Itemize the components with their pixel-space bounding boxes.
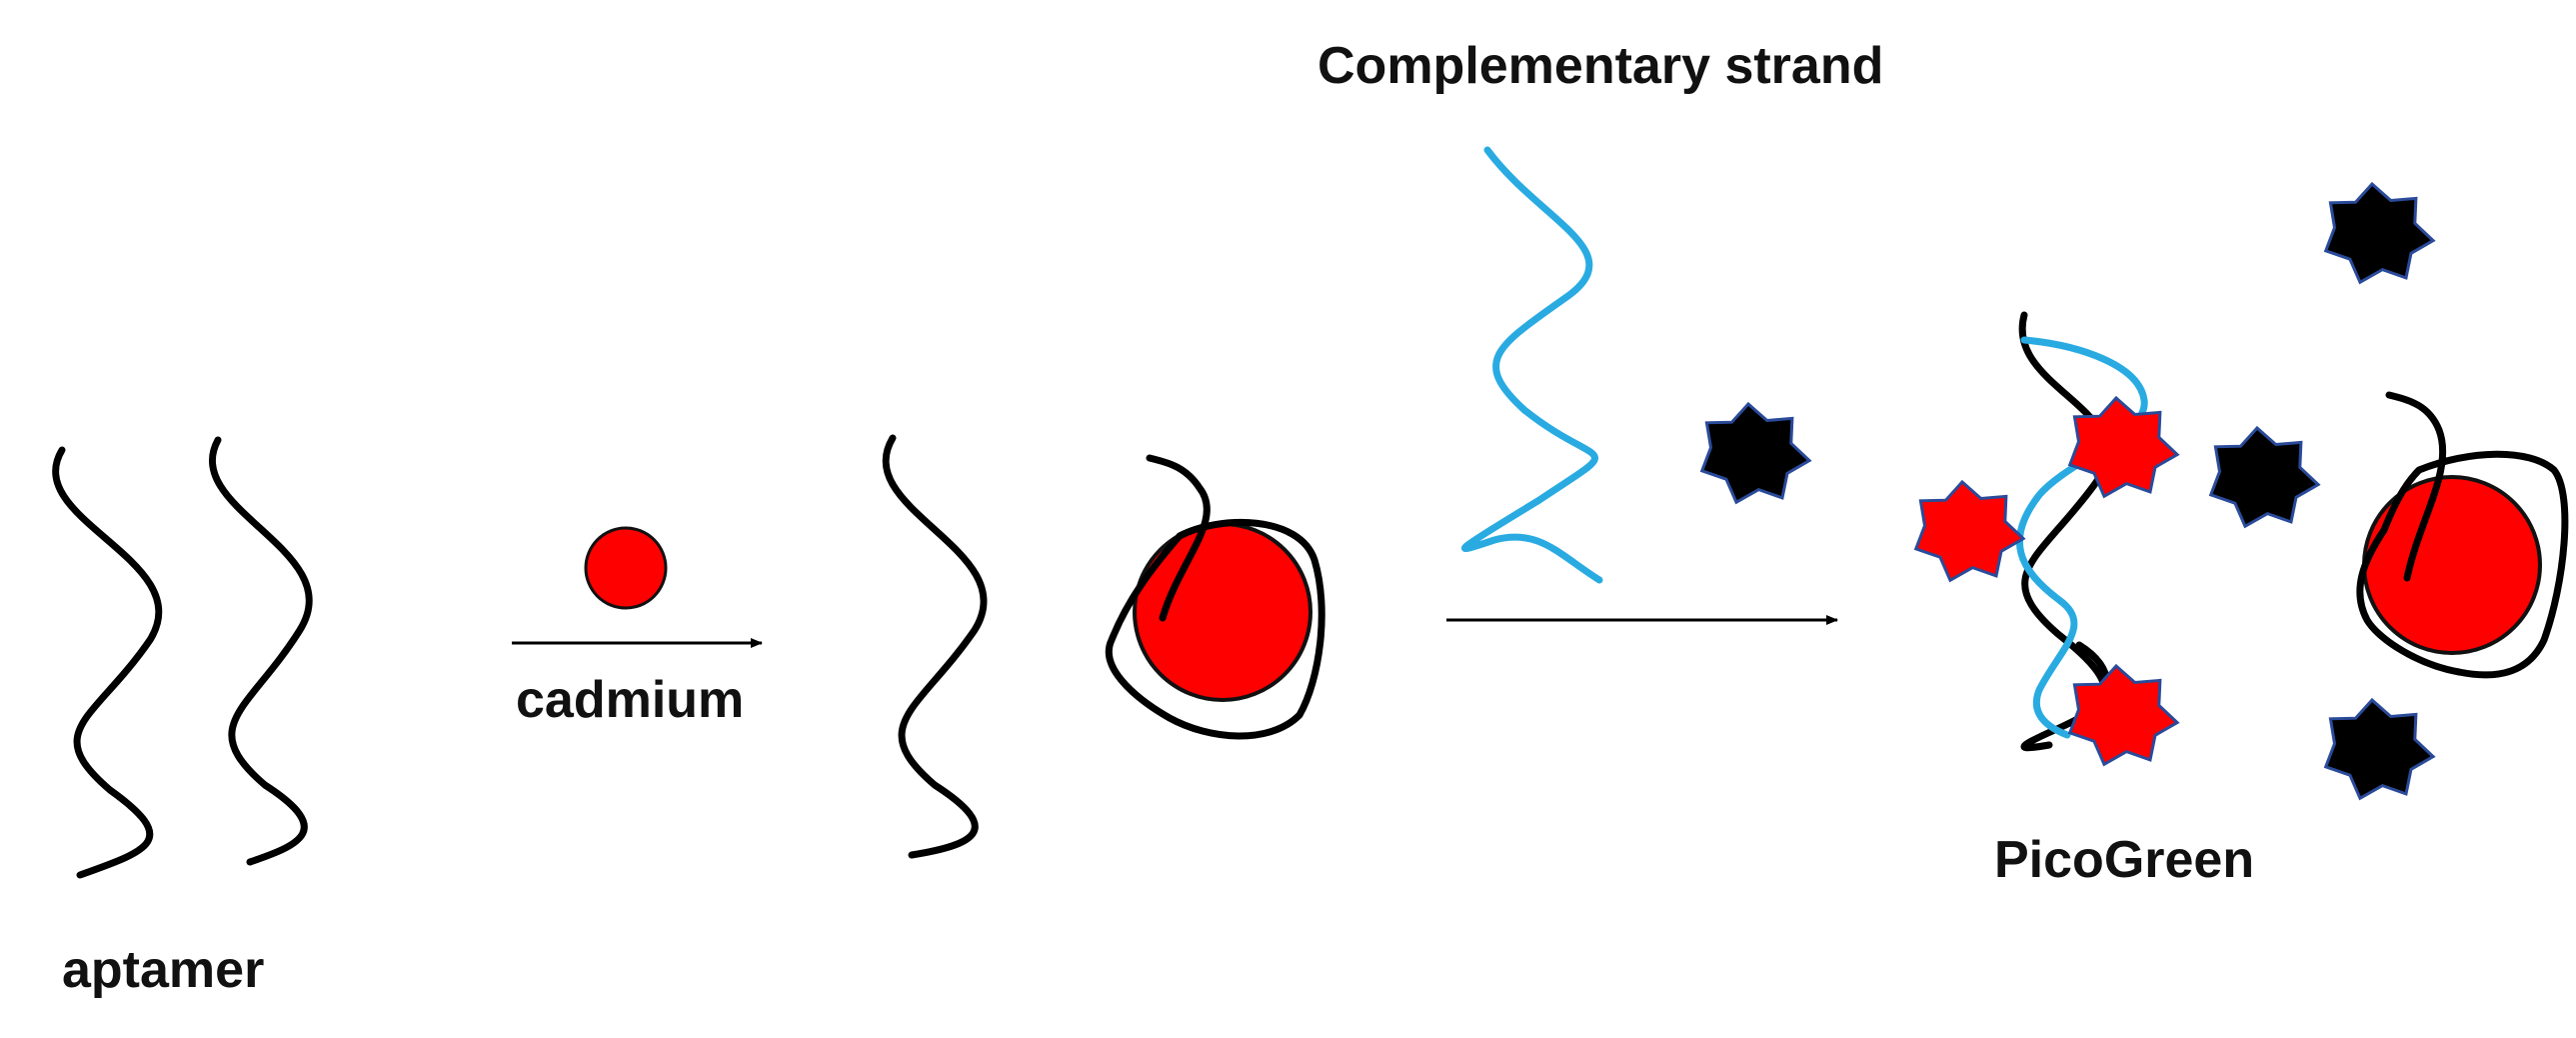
aptamer-label: aptamer: [62, 941, 265, 999]
complementary-strand: [1461, 146, 1603, 584]
aptamer-pair: [52, 436, 313, 879]
folded-aptamer-loop: [1105, 518, 1325, 740]
complementary-strand-label: Complementary strand: [1317, 37, 1884, 95]
picogreen-free-icon: [2323, 697, 2436, 801]
cadmium-step: [512, 526, 763, 648]
picogreen-free-group: [2208, 181, 2436, 801]
picogreen-free-icon: [1699, 401, 1812, 505]
free-aptamer-strand: [882, 434, 988, 859]
bound-cadmium-right: [2362, 475, 2542, 655]
aptamer-tail: [1146, 454, 1211, 622]
picogreen-label: PicoGreen: [1994, 831, 2255, 889]
picogreen-free-icon: [2208, 425, 2321, 529]
picogreen-bound-group: [1913, 395, 2180, 767]
picogreen-free-icon: [2323, 181, 2436, 285]
cadmium-ion: [584, 526, 668, 610]
cadmium-label: cadmium: [516, 671, 745, 729]
after-cadmium: [882, 434, 1325, 859]
folded-aptamer-loop-right: [2356, 450, 2569, 679]
picogreen-bound-icon: [1913, 479, 2026, 583]
duplex-complementary-strand: [2015, 336, 2148, 739]
picogreen-bound-icon: [2067, 395, 2180, 499]
aptamer-tail-right: [2385, 391, 2447, 582]
aptamer-strand-1: [52, 446, 163, 879]
picogreen-bound-icon: [2067, 663, 2180, 767]
duplex-aptamer-strand: [2018, 311, 2111, 752]
aptamer-cadmium-complex: [1105, 454, 1325, 740]
aptamer-cadmium-complex-right: [2356, 391, 2569, 679]
aptamer-strand-2: [208, 436, 313, 866]
